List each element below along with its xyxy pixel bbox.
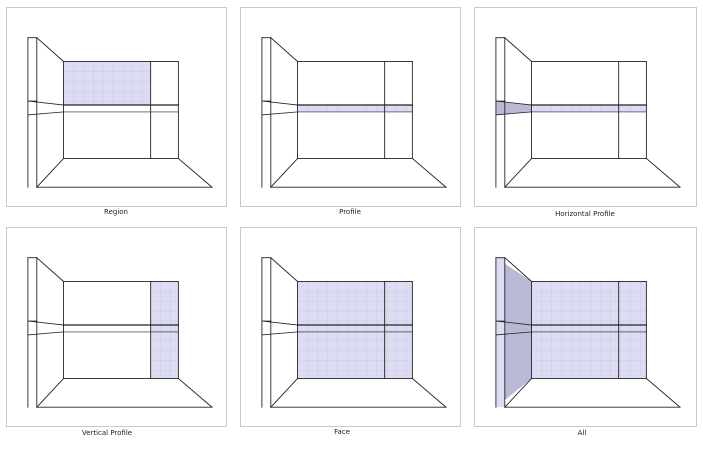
side-wall-top-diagonal	[36, 37, 65, 63]
wall-diagram-all	[495, 257, 681, 408]
side-wall-top-diagonal	[270, 257, 299, 283]
caption-vertical-profile: Vertical Profile	[81, 429, 133, 437]
caption-horizontal-profile: Horizontal Profile	[555, 210, 615, 218]
side-wall-bottom-diagonal	[504, 157, 533, 188]
hprofile-highlight	[531, 105, 647, 112]
side-wall-bottom-diagonal	[270, 377, 299, 408]
floor-right-diagonal	[645, 157, 681, 188]
floor-right-diagonal	[177, 377, 213, 408]
panel-profile	[240, 7, 461, 207]
band-side-bottom	[261, 331, 298, 336]
side-wall-bottom-diagonal	[504, 377, 533, 408]
panel-region	[6, 7, 227, 207]
side-wall-bottom-diagonal	[36, 377, 65, 408]
vprofile-highlight	[150, 281, 179, 379]
wall-diagram-horizontal-profile	[495, 37, 681, 188]
side-wall-bottom-diagonal	[270, 157, 299, 188]
caption-region: Region	[104, 208, 128, 216]
region-highlight	[63, 61, 151, 106]
panel-all	[474, 227, 697, 427]
band-side-top	[27, 320, 64, 326]
face-highlight	[297, 281, 413, 379]
caption-profile: Profile	[339, 208, 361, 216]
wall-diagram-vertical-profile	[27, 257, 213, 408]
band-side-top	[495, 100, 532, 106]
band-side-top	[495, 320, 532, 326]
profile-highlight	[297, 105, 413, 112]
side-wall-top-diagonal	[270, 37, 299, 63]
all-edge-highlight	[495, 257, 505, 408]
band-side-bottom	[27, 111, 64, 116]
floor-right-diagonal	[645, 377, 681, 408]
floor-right-diagonal	[411, 377, 447, 408]
band-side-top	[27, 100, 64, 106]
band-side-bottom	[495, 331, 532, 336]
floor-right-diagonal	[177, 157, 213, 188]
side-wall-top-diagonal	[36, 257, 65, 283]
caption-all: All	[577, 429, 587, 437]
wall-diagram-region	[27, 37, 213, 188]
side-wall-bottom-diagonal	[36, 157, 65, 188]
band-side-top	[261, 320, 298, 326]
wall-diagram-face	[261, 257, 447, 408]
band-side-top	[261, 100, 298, 106]
side-wall-top-diagonal	[504, 257, 533, 283]
floor-right-diagonal	[411, 157, 447, 188]
band-side-bottom	[261, 111, 298, 116]
caption-face: Face	[334, 428, 350, 436]
all-face-highlight	[531, 281, 647, 379]
panel-vertical-profile	[6, 227, 227, 427]
band-side-bottom	[27, 331, 64, 336]
side-wall-top-diagonal	[504, 37, 533, 63]
band-side-bottom	[495, 111, 532, 116]
panel-face	[240, 227, 461, 427]
panel-horizontal-profile	[474, 7, 697, 207]
wall-diagram-profile	[261, 37, 447, 188]
